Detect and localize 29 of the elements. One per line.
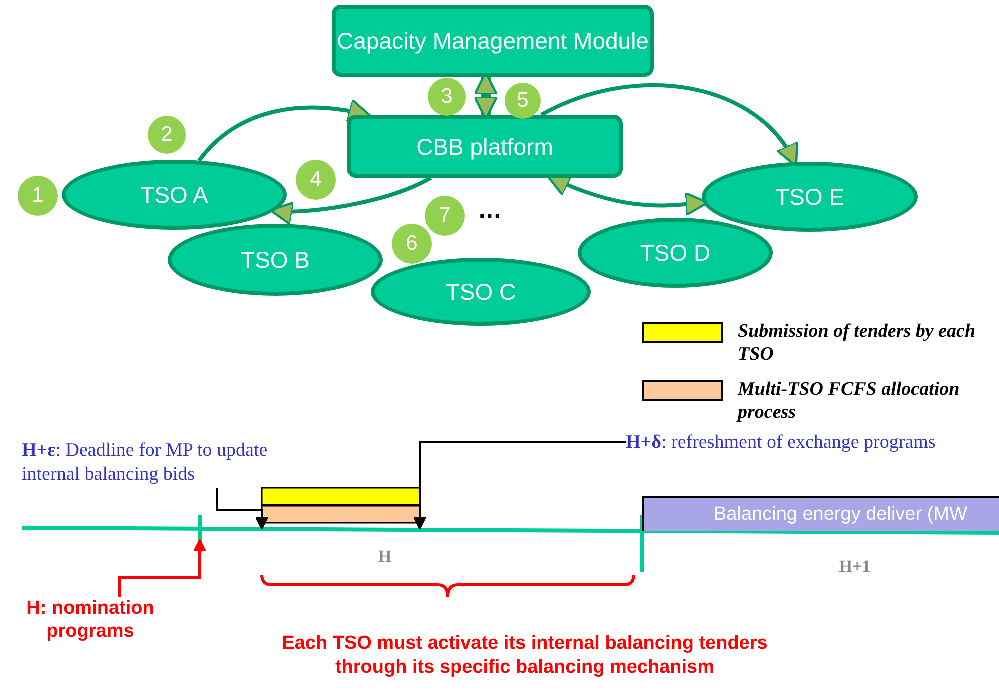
- step-circle: 4: [296, 160, 336, 200]
- ellipsis-text: …: [477, 196, 503, 226]
- platform-box: CBB platform: [347, 115, 623, 178]
- annotation-text: H: nomination programs: [8, 597, 173, 643]
- step-circle: 3: [428, 78, 466, 116]
- leader-line: [216, 488, 269, 530]
- delivery-bar: Balancing energy deliver (MW: [642, 496, 999, 531]
- step-circle: 2: [148, 116, 186, 154]
- tso-ellipse: TSO B: [168, 224, 383, 296]
- tso-ellipse: TSO D: [578, 218, 773, 288]
- leader-line: [413, 441, 626, 530]
- annotation-text: H+ε: Deadline for MP to update internal balancing bids: [22, 438, 314, 488]
- legend-text: Submission of tenders by each TSO: [738, 320, 977, 366]
- time-label: H+1: [838, 556, 872, 578]
- module-box: Capacity Management Module: [332, 5, 654, 77]
- annotation-text: Each TSO must activate its internal balancing tenders through its specific balancing mechanism: [281, 632, 769, 680]
- tso-ellipse: TSO E: [702, 162, 918, 232]
- step-circle: 7: [425, 196, 465, 236]
- curved-arrow: [269, 176, 432, 225]
- legend-text: Multi-TSO FCFS allocation process: [738, 378, 961, 424]
- curved-arrow: [198, 99, 372, 162]
- tso-ellipse: TSO C: [371, 258, 591, 326]
- step-circle: 5: [505, 83, 541, 119]
- tso-ellipse: TSO A: [62, 160, 287, 230]
- step-circle: 1: [18, 176, 58, 216]
- leader-line: [118, 539, 207, 597]
- annotation-text: H+δ: refreshment of exchange programs: [626, 430, 996, 456]
- step-circle: 6: [392, 224, 432, 264]
- time-label: H: [377, 546, 393, 568]
